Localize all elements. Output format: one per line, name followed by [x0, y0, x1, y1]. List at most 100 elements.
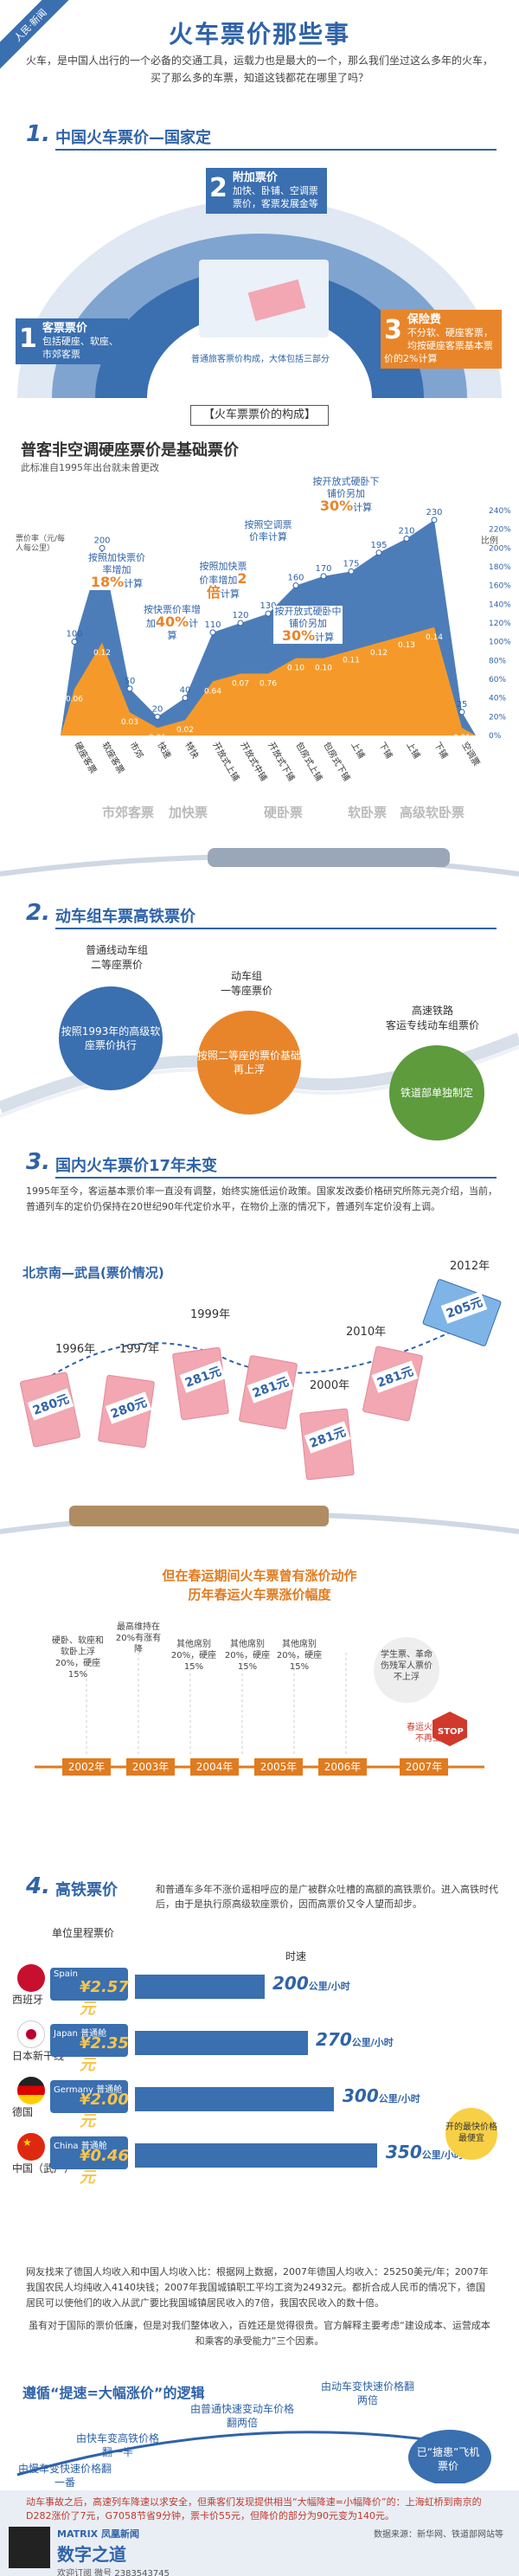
fare-rate-label: 0.01 — [149, 734, 166, 742]
right-tick-label: 240% — [489, 507, 511, 516]
section-3-number: 3. — [26, 1149, 50, 1175]
timeline-year: 2002年 — [62, 1758, 111, 1776]
ticket-year: 1997年 — [119, 1343, 160, 1356]
speed-bar — [135, 2143, 377, 2168]
col-header-speed: 时速 — [285, 1950, 307, 1963]
logic-plane: 已“搪患”飞机票价 — [416, 2446, 480, 2472]
spring-festival-title: 但在春运期间火车票曾有涨价动作 历年春运火车票涨价幅度 — [162, 1568, 357, 1603]
section-3-text: 1995年至今，客运基本票价率一直没有调整，始终实施低运价政策。国家发改委价格研… — [26, 1185, 497, 1212]
ratio-point — [237, 620, 244, 626]
ratio-label: 170 — [315, 564, 331, 574]
hs-row-spain: 西班牙 Spain¥2.57元 200公里/小时 — [0, 1964, 519, 2018]
ticket-year: 1996年 — [55, 1343, 96, 1356]
right-tick-label: 140% — [489, 601, 511, 609]
ticket-year: 2012年 — [450, 1260, 490, 1273]
logic-item: 由动车变快速价格翻两倍 — [320, 2380, 414, 2406]
ratio-label: 230 — [426, 508, 442, 517]
category-label: 下铺 — [432, 740, 450, 761]
ratio-label: 25 — [457, 700, 468, 710]
ratio-point — [99, 544, 106, 551]
right-tick-label: 220% — [489, 526, 511, 535]
best-badge: 开的最快价格最便宜 — [445, 2108, 497, 2160]
right-tick-label: 160% — [489, 582, 511, 591]
fare-rate-label: 0.03 — [121, 718, 138, 727]
timeline-year: 2003年 — [126, 1758, 175, 1776]
composition-center-note: 普通旅客票价构成，大体包括三部分 — [191, 355, 330, 364]
annotation-5: 按开放式硬卧中铺价另加30%计算 — [273, 606, 343, 644]
annotation-2: 按快票价率增加40%计算 — [142, 604, 202, 642]
fare-rate-area — [61, 626, 476, 736]
right-tick-label: 20% — [489, 713, 506, 722]
price-card: China 普通舱¥0.46元 — [50, 2136, 129, 2187]
logic-item: 由快车变高铁价格翻一半 — [75, 2432, 159, 2458]
ratio-point — [431, 517, 438, 524]
emu-item-2-title: 动车组 一等座票价 — [220, 970, 272, 997]
category-label: 快速 — [155, 741, 172, 761]
chart-title: 普客非空调硬座票价是基础票价 — [21, 441, 239, 459]
fare-rate-label: 0.02 — [176, 726, 194, 735]
section-2-title: 动车组车票高铁票价 — [55, 908, 195, 926]
ratio-point — [209, 629, 216, 636]
ratio-point — [458, 709, 465, 716]
right-tick-label: 120% — [489, 620, 511, 628]
ratio-label: 110 — [204, 620, 221, 630]
right-tick-label: 200% — [489, 544, 511, 553]
ratio-label: 195 — [370, 541, 387, 550]
section-2-number: 2. — [26, 900, 50, 926]
subcategory-label: 市郊客票 — [102, 805, 155, 820]
fare-rate-label: 0.06 — [66, 695, 83, 703]
category-label: 包房式下铺 — [321, 740, 352, 783]
section-2-header: 2. 动车组车票高铁票价 — [0, 900, 519, 929]
speed-value: 200公里/小时 — [272, 1973, 350, 1994]
ratio-label: 210 — [398, 527, 414, 536]
fare-rate-label: 0.12 — [93, 649, 111, 658]
ratio-point — [320, 573, 327, 580]
emu-item-3-title: 高速铁路 客运专线动车组票价 — [385, 1005, 479, 1031]
timeline-year: 2006年 — [318, 1758, 367, 1776]
fare-rate-label: 0.11 — [343, 657, 360, 665]
category-label: 开放式上铺 — [210, 740, 241, 783]
section-3-header: 3. 国内火车票价17年未变 — [0, 1149, 519, 1179]
composition-caption: 【火车票票价的构成】 — [190, 405, 329, 426]
timeline-note: 硬卧、软座和软卧上浮20%，硬座15% — [52, 1636, 104, 1680]
data-sources: 数据来源：新华网、铁道部网站等 — [374, 2530, 503, 2540]
ratio-point — [265, 610, 272, 617]
section-4-title: 高铁票价 — [55, 1881, 118, 1899]
category-label: 软座客票 — [99, 740, 126, 775]
right-tick-label: 0% — [489, 732, 502, 741]
subcategory-label: 加快票 — [169, 805, 208, 820]
fare-rate-label: 0.12 — [370, 649, 388, 658]
germany-flag-icon — [17, 2077, 45, 2104]
logic-item: 由普通快速变动车价格翻两倍 — [190, 2403, 295, 2429]
category-label: 空调票 — [459, 740, 482, 768]
component-1: 1 客票票价 包括硬座、软座、市郊客票 — [16, 318, 128, 364]
component-3: 3 保险费 不分软、硬座客票，均按硬座客票基本票价的2%计算 — [381, 310, 502, 369]
ratio-label: 160 — [287, 574, 304, 583]
ratio-point — [182, 695, 189, 702]
page-title: 火车票价那些事 — [168, 20, 350, 48]
section-1-number: 1. — [26, 121, 50, 147]
fare-rate-label: 0.01 — [453, 734, 471, 742]
right-tick-label: 100% — [489, 639, 511, 647]
ticket-year: 1999年 — [190, 1308, 231, 1321]
right-tick-label: 180% — [489, 563, 511, 572]
fare-rate-label: 0.14 — [426, 633, 443, 642]
price-composition: 2 附加票价 加快、卧铺、空调票票价，客票发展金等 1 客票票价 包括硬座、软座… — [0, 156, 519, 415]
category-label: 硬座客票 — [72, 740, 99, 775]
hs-row-germany: 德国 Germany 普通舱¥2.00元 300公里/小时 — [0, 2077, 519, 2130]
fare-rate-label: 0.13 — [398, 641, 415, 650]
chart-subtitle: 此标准自1995年出台就未曾更改 — [21, 462, 159, 473]
y-axis-label: 票价率（元/每人每公里） — [16, 535, 66, 553]
right-tick-label: 40% — [489, 695, 506, 703]
ratio-label: 40 — [180, 686, 191, 696]
fare-rate-label: 0.64 — [204, 687, 221, 696]
income-note: 网友找来了德国人均收入和中国人均收入比：根据网上数据，2007年德国人均收入：2… — [26, 2266, 490, 2347]
ticket-year: 2000年 — [310, 1379, 350, 1392]
logic-graphic — [16, 2430, 491, 2483]
qr-code-icon — [9, 2527, 50, 2568]
timeline-note: 其他席别20%，硬座15% — [276, 1640, 323, 1672]
composition-graphic — [17, 199, 502, 398]
fare-rate-label: 0.10 — [287, 665, 304, 673]
section-1-header: 1. 中国火车票价—国家定 — [0, 121, 519, 151]
